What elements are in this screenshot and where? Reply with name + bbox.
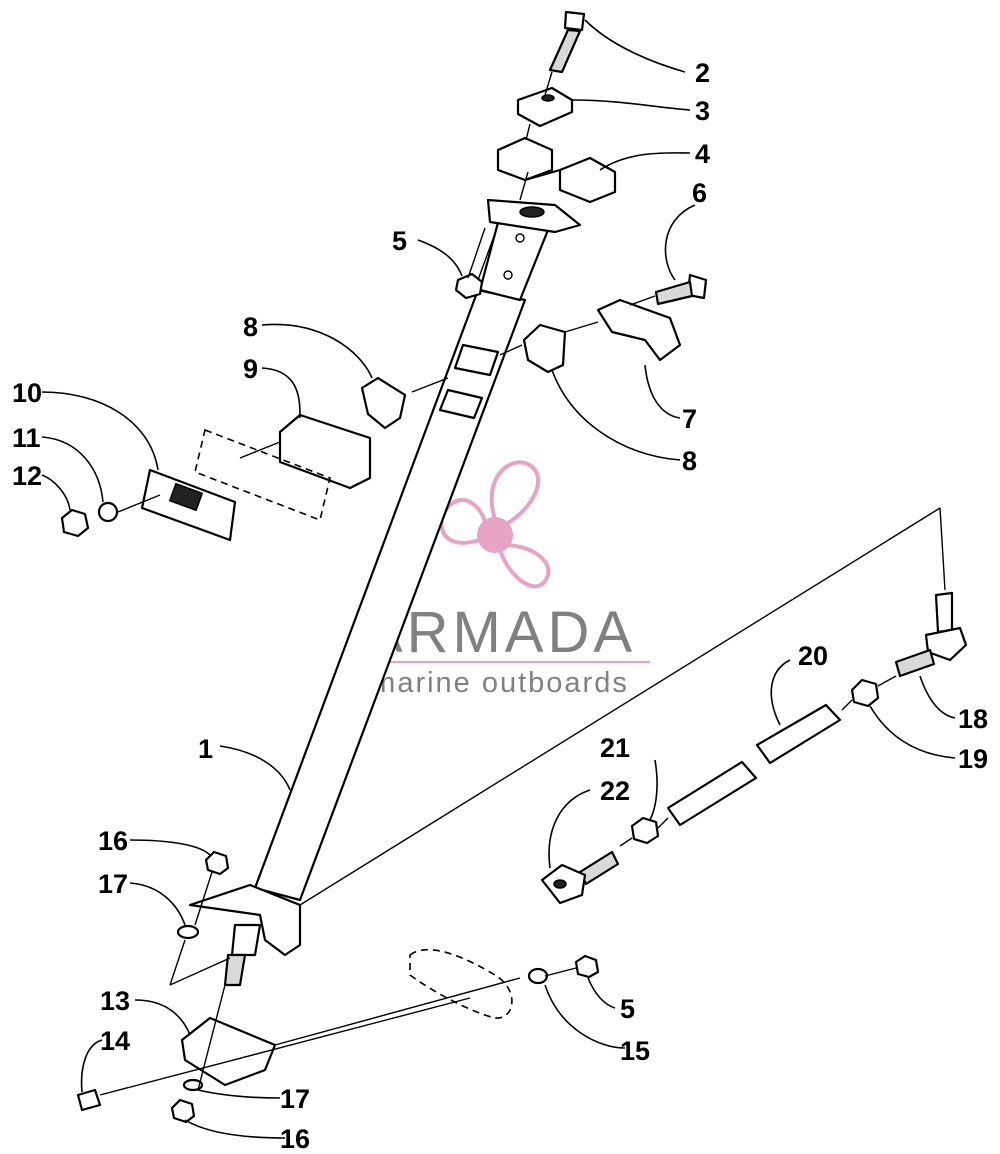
callout-5-top: 5 [392,226,407,256]
nut-part-16-top [204,850,230,876]
watermark-tagline: marine outboards [371,667,629,699]
clamp-part-7 [596,298,682,362]
callout-15: 15 [620,1036,650,1066]
washer-part-15 [527,967,549,985]
callout-1: 1 [198,734,213,764]
callout-11: 11 [12,423,41,453]
callout-7: 7 [682,404,697,434]
callout-16-top: 16 [98,826,128,856]
callout-14: 14 [100,1026,130,1056]
nut-part-5-top [454,272,484,300]
callout-21: 21 [600,733,630,763]
callout-10: 10 [12,378,42,408]
bushing-part-8-right [522,323,567,374]
callout-20: 20 [798,641,828,671]
dashed-plate-upper [194,428,331,522]
leader-lines [41,19,956,1139]
nut-part-5-bottom [574,954,600,979]
nut-part-12 [60,508,90,538]
callout-17-top: 17 [98,869,128,899]
block-part-4 [496,136,617,204]
callout-5-bottom: 5 [620,994,635,1024]
callout-8-right: 8 [682,446,697,476]
block-part-9 [278,413,372,490]
washer-part-17-bottom [182,1078,204,1092]
callout-18: 18 [958,704,988,734]
washer-part-17-top [176,924,200,940]
bolt-part-2 [548,10,586,74]
callout-13: 13 [100,986,130,1016]
bracket-part-13 [180,1016,277,1087]
callout-16-bottom: 16 [280,1124,310,1154]
nut-part-21 [630,816,660,845]
clamp-part-3 [516,86,574,128]
tube-part-20 [666,703,842,827]
callout-9: 9 [243,354,258,384]
assembly-lines [99,71,946,1096]
callout-2: 2 [695,58,710,88]
callout-12: 12 [12,461,42,491]
callout-8-left: 8 [243,312,258,342]
callout-3: 3 [695,96,710,126]
callout-4: 4 [695,139,710,169]
callout-19: 19 [958,744,988,774]
rod-end-part-22 [540,850,620,905]
bushing-part-8-left [360,376,407,430]
nut-part-16-bottom [170,1098,196,1124]
armada-watermark: ARMADA marine outboards [350,460,650,699]
washer-part-11 [97,501,119,523]
propeller-logo-icon [439,460,551,589]
bolt-part-6 [654,273,708,306]
callout-6: 6 [692,178,707,208]
steering-column [188,198,582,987]
callout-labels: 2 3 4 5 6 7 8 8 9 10 11 12 1 16 17 13 14… [12,58,988,1154]
callout-17-bottom: 17 [280,1084,310,1114]
bolt-part-14 [76,1088,102,1112]
tie-rod-part-18 [894,591,968,678]
nut-part-19 [850,678,880,708]
dashed-plate-lower [409,949,513,1019]
callout-22: 22 [600,776,630,806]
